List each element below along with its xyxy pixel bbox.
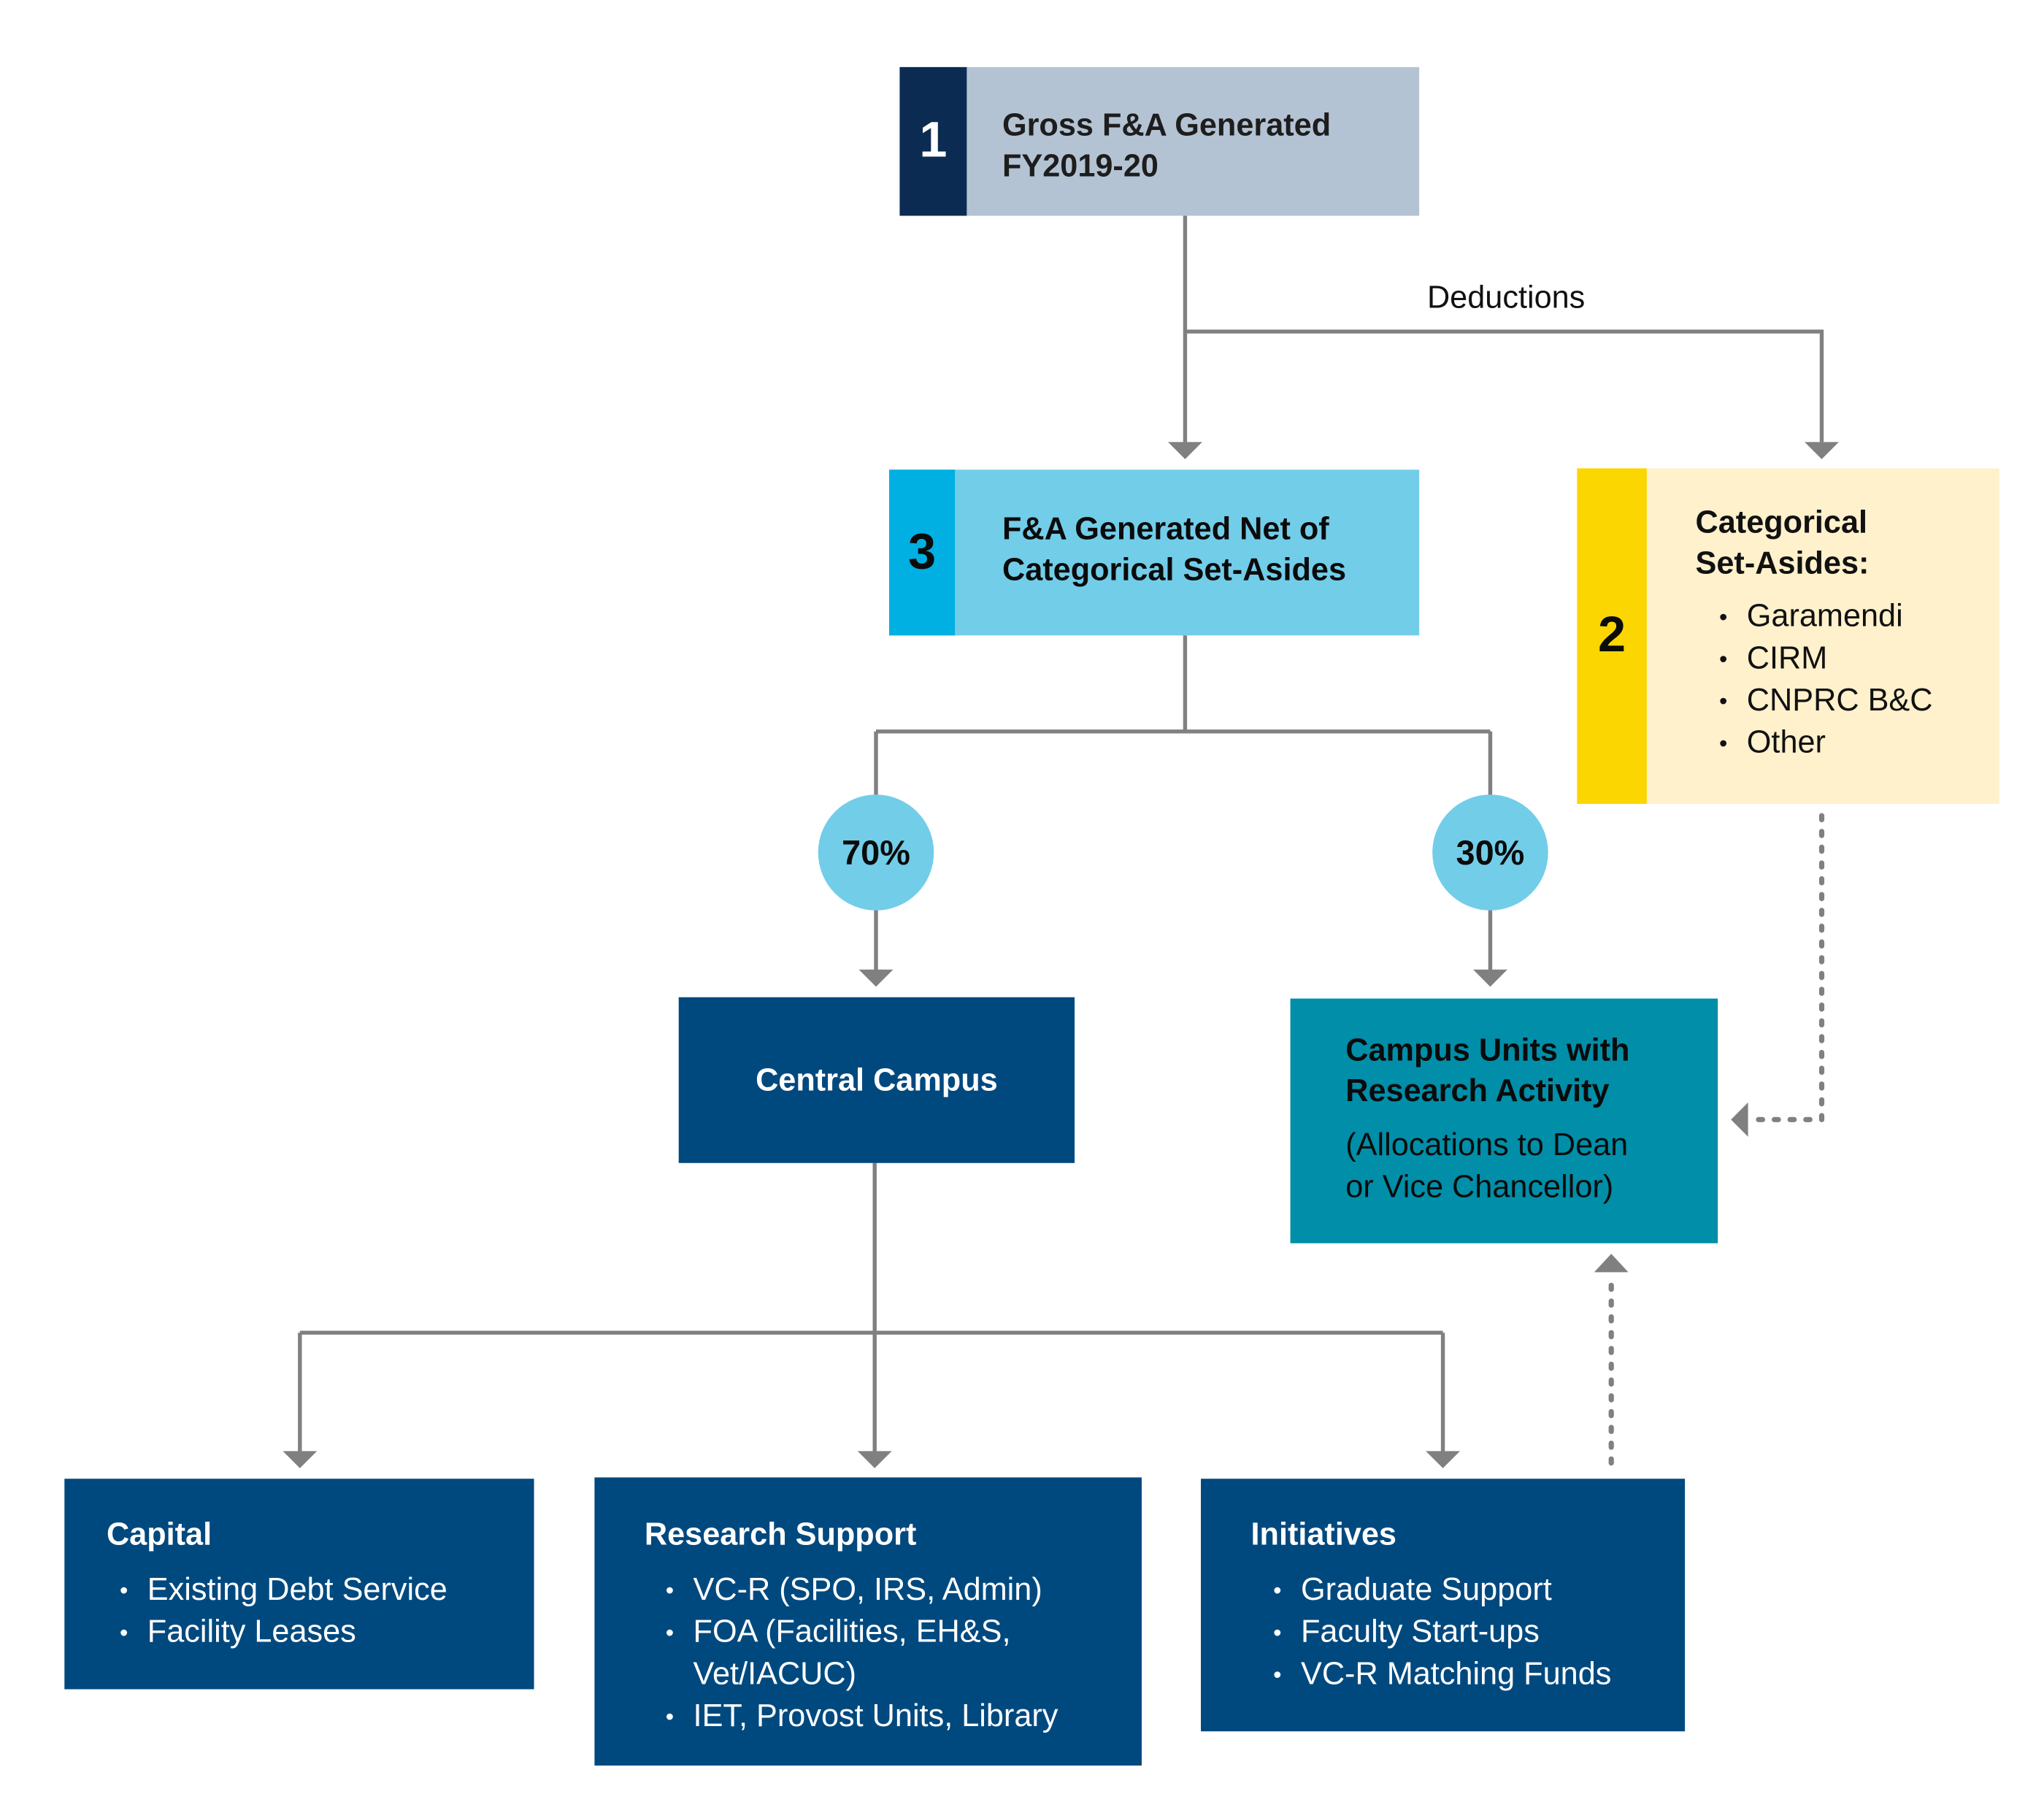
- campus-units-box: Campus Units with Research Activity (All…: [1290, 998, 1718, 1243]
- arrowhead-research: [857, 1451, 892, 1468]
- campus-units-title-line2: Research Activity: [1345, 1073, 1610, 1109]
- gross-fa-box: 1 Gross F&A Generated FY2019-20: [899, 66, 1420, 216]
- capital-box: Capital Existing Debt Service Facility L…: [64, 1479, 534, 1690]
- capital-item: Existing Debt Service: [96, 1570, 447, 1612]
- step-number-2: 2: [1577, 468, 1647, 804]
- net-fa-title: F&A Generated Net of Categorical Set-Asi…: [1002, 509, 1346, 591]
- step-number-1: 1: [899, 66, 967, 216]
- campus-units-sub-line1: (Allocations to Dean: [1345, 1127, 1629, 1163]
- percent-units-badge: 30%: [1432, 794, 1548, 911]
- setasides-item: Garamendi: [1696, 596, 1933, 638]
- initiatives-item: Faculty Start-ups: [1250, 1611, 1612, 1654]
- research-support-item: FOA (Facilities, EH&S,: [642, 1611, 1058, 1654]
- capital-content: Capital Existing Debt Service Facility L…: [106, 1514, 447, 1653]
- gross-fa-title-line2: FY2019-20: [1002, 148, 1159, 185]
- connector-net-split: [874, 635, 1493, 797]
- arrowhead-initiatives: [1426, 1451, 1460, 1468]
- net-fa-title-line1: F&A Generated Net of: [1002, 511, 1329, 548]
- arrowhead-capital: [283, 1451, 318, 1468]
- research-support-item: VC-R (SPO, IRS, Admin): [642, 1570, 1058, 1612]
- setasides-item: CNPRC B&C: [1696, 681, 1932, 723]
- connector-deductions: [1185, 329, 1824, 442]
- initiatives-content: Initiatives Graduate Support Faculty Sta…: [1250, 1514, 1612, 1696]
- setasides-list: Garamendi CIRM CNPRC B&C Other: [1696, 596, 1933, 764]
- deductions-label: Deductions: [1426, 280, 1586, 316]
- step-number-3: 3: [889, 469, 956, 636]
- research-support-title: Research Support: [644, 1517, 917, 1553]
- research-support-content: Research Support VC-R (SPO, IRS, Admin) …: [645, 1514, 1058, 1738]
- research-support-item-continued: Vet/IACUC): [642, 1654, 1058, 1696]
- research-support-box: Research Support VC-R (SPO, IRS, Admin) …: [594, 1477, 1142, 1766]
- research-support-item: IET, Provost Units, Library: [642, 1696, 1058, 1739]
- percent-central-badge: 70%: [818, 794, 934, 911]
- setasides-box: 2 Categorical Set-Asides: Garamendi CIRM…: [1577, 468, 1999, 804]
- dotted-setasides-to-units: [1753, 813, 1825, 1122]
- arrowhead-net: [1167, 442, 1202, 459]
- dotted-arrowhead-up: [1594, 1254, 1629, 1273]
- initiatives-title: Initiatives: [1250, 1517, 1397, 1553]
- initiatives-item: VC-R Matching Funds: [1250, 1654, 1611, 1696]
- research-support-item-continued-text: Vet/IACUC): [693, 1656, 857, 1693]
- capital-title: Capital: [106, 1517, 212, 1553]
- gross-fa-title: Gross F&A Generated FY2019-20: [1002, 105, 1331, 187]
- dotted-arrowhead-left: [1731, 1102, 1748, 1137]
- setasides-title-line2: Set-Asides:: [1695, 545, 1870, 582]
- campus-units-content: Campus Units with Research Activity (All…: [1345, 1030, 1629, 1209]
- setasides-item: CIRM: [1696, 638, 1933, 681]
- arrowhead-central: [858, 969, 894, 987]
- arrowhead-setasides: [1805, 442, 1839, 459]
- setasides-content: Categorical Set-Asides: Garamendi CIRM C…: [1696, 502, 1933, 764]
- central-campus-box: Central Campus: [678, 997, 1075, 1163]
- campus-units-sub-line2: or Vice Chancellor): [1345, 1169, 1614, 1206]
- arrowhead-units: [1473, 969, 1507, 987]
- initiatives-item: Graduate Support: [1250, 1570, 1612, 1612]
- capital-list: Existing Debt Service Facility Leases: [96, 1570, 447, 1654]
- capital-item: Facility Leases: [96, 1611, 447, 1654]
- connector-central-tree: [298, 1162, 1445, 1453]
- research-support-list: VC-R (SPO, IRS, Admin) FOA (Facilities, …: [642, 1570, 1058, 1739]
- gross-fa-title-line1: Gross F&A Generated: [1002, 107, 1332, 144]
- initiatives-list: Graduate Support Faculty Start-ups VC-R …: [1250, 1570, 1612, 1696]
- setasides-title-line1: Categorical: [1695, 505, 1868, 541]
- initiatives-box: Initiatives Graduate Support Faculty Sta…: [1201, 1479, 1686, 1732]
- net-fa-title-line2: Categorical Set-Asides: [1002, 552, 1347, 589]
- setasides-item: Other: [1696, 722, 1933, 764]
- net-fa-box: 3 F&A Generated Net of Categorical Set-A…: [889, 469, 1420, 636]
- campus-units-title-line1: Campus Units with: [1345, 1032, 1630, 1069]
- central-campus-title: Central Campus: [756, 1062, 998, 1098]
